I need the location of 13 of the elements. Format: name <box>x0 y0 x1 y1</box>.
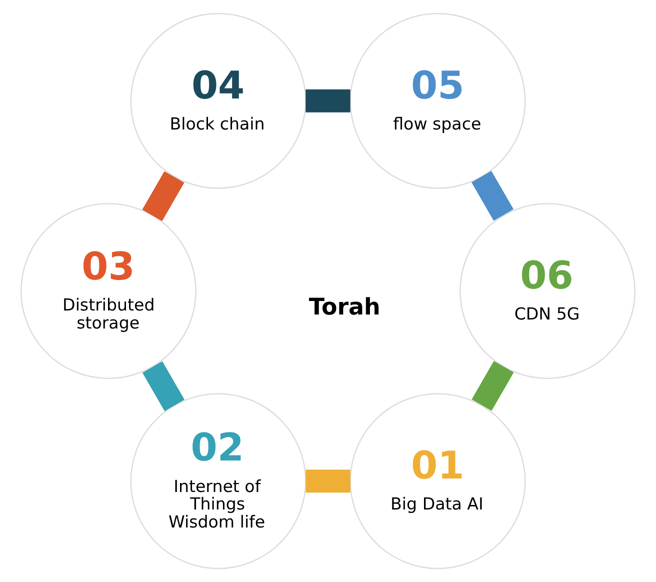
connector <box>142 171 184 222</box>
connector <box>306 470 350 493</box>
label: Torah <box>308 294 380 320</box>
connector <box>472 360 514 411</box>
connector <box>142 361 184 412</box>
node-circle: 01 Big Data AI <box>350 393 526 570</box>
node-circle: 04 Block chain <box>130 12 306 189</box>
node-circle: 02 Internet of Things Wisdom life <box>130 393 306 570</box>
connector <box>472 170 514 221</box>
node-circle: 05 flow space <box>350 12 526 189</box>
node-circle: 06 CDN 5G <box>460 202 636 380</box>
node-circle: 03 Distributed storage <box>20 202 196 380</box>
connector <box>306 89 350 112</box>
